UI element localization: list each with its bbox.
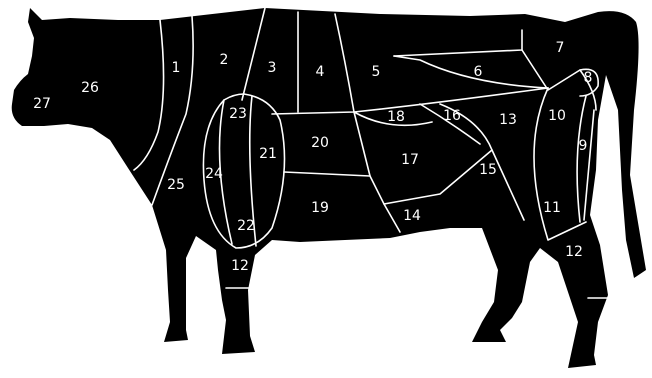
cut-14-label: 14 [403, 208, 421, 224]
cut-23-label: 23 [229, 106, 247, 122]
cut-13-label: 13 [499, 112, 517, 128]
cut-10-label: 10 [548, 108, 566, 124]
cut-16-label: 16 [443, 108, 461, 124]
cut-12-hind-label: 12 [565, 244, 583, 260]
cut-17-label: 17 [401, 152, 419, 168]
cut-1-label: 1 [172, 60, 181, 76]
cut-18-label: 18 [387, 109, 405, 125]
cut-12-fore-label: 12 [231, 258, 249, 274]
cut-5-label: 5 [372, 64, 381, 80]
cut-8-label: 8 [584, 70, 593, 86]
cut-4-label: 4 [316, 64, 325, 80]
cut-25-label: 25 [167, 177, 185, 193]
cut-2-label: 2 [220, 52, 229, 68]
cut-6-label: 6 [474, 64, 483, 80]
cut-7-label: 7 [556, 40, 565, 56]
cut-11-label: 11 [543, 200, 561, 216]
cut-19-label: 19 [311, 200, 329, 216]
cut-21-label: 21 [259, 146, 277, 162]
cut-22-label: 22 [237, 218, 255, 234]
cut-9-label: 9 [579, 138, 588, 154]
cut-26-label: 26 [81, 80, 99, 96]
cut-24-label: 24 [205, 166, 223, 182]
cut-20-label: 20 [311, 135, 329, 151]
cut-15-label: 15 [479, 162, 497, 178]
cut-27-label: 27 [33, 96, 51, 112]
cow-body [12, 8, 646, 368]
cut-3-label: 3 [268, 60, 277, 76]
cow-silhouette [12, 8, 646, 368]
